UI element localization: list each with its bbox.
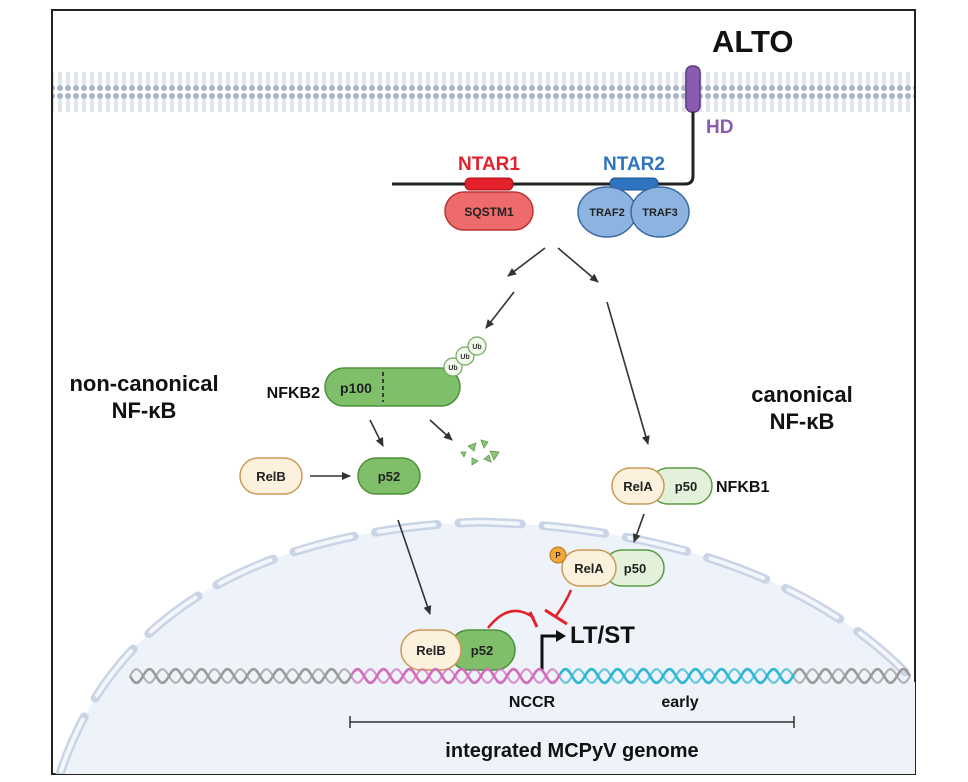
alto-backbone bbox=[392, 112, 695, 186]
arrow-to-canonical bbox=[606, 301, 650, 445]
p50-cytoplasm-label: p50 bbox=[675, 479, 697, 494]
rela-cytoplasm bbox=[611, 467, 665, 505]
ubiquitin-3 bbox=[467, 336, 487, 356]
arrow-to-left-branch bbox=[507, 247, 546, 277]
dna-nccr-region-strand-1 bbox=[350, 667, 562, 685]
early-label: early bbox=[661, 694, 698, 711]
canonical-label-line2: NF-κB bbox=[770, 409, 835, 434]
p52-nucleus-label: p52 bbox=[471, 643, 493, 658]
canonical-inhibition bbox=[554, 589, 573, 617]
sqstm1-label: SQSTM1 bbox=[464, 205, 514, 219]
dna-early-region-strand-1 bbox=[558, 667, 796, 685]
alto-hd-domain bbox=[685, 65, 701, 113]
dna-host-left-strand-2 bbox=[129, 668, 353, 684]
hd-label: HD bbox=[706, 117, 733, 138]
relb-cytoplasm-label: RelB bbox=[256, 469, 286, 484]
traf2-label: TRAF2 bbox=[589, 207, 624, 219]
nfkb1-label: NFKB1 bbox=[716, 479, 769, 496]
arrow-to-degradation bbox=[429, 419, 453, 441]
traf3-protein bbox=[630, 186, 690, 238]
noncanonical-label-line1: non-canonical bbox=[69, 371, 218, 396]
ubiquitin-2-label: Ub bbox=[460, 354, 469, 361]
phospho-group bbox=[549, 546, 567, 564]
dna-double-helix bbox=[128, 667, 912, 685]
canonical-inhibition-bar bbox=[544, 608, 568, 626]
dna-host-right-strand-2 bbox=[793, 668, 911, 684]
relb-nucleus bbox=[400, 629, 462, 671]
arrow-rela-p50-to-nucleus bbox=[632, 513, 645, 543]
nfkb2-label: NFKB2 bbox=[267, 385, 320, 402]
noncanonical-inhibition-bar bbox=[528, 611, 539, 628]
rela-cytoplasm-label: RelA bbox=[623, 479, 653, 494]
ntar1-label: NTAR1 bbox=[458, 154, 520, 175]
traf3-label: TRAF3 bbox=[642, 207, 677, 219]
dna-host-left-strand-1 bbox=[128, 667, 354, 685]
ntar2-label: NTAR2 bbox=[603, 154, 665, 175]
relb-cytoplasm bbox=[239, 457, 303, 495]
arrow-p52-to-nucleus bbox=[397, 519, 432, 615]
sqstm1-protein bbox=[444, 191, 534, 231]
arrow-to-p100 bbox=[485, 291, 515, 329]
plasma-membrane bbox=[53, 66, 914, 112]
p52-cytoplasm bbox=[357, 457, 421, 495]
ubiquitin-3-label: Ub bbox=[472, 344, 481, 351]
rela-nucleus-label: RelA bbox=[574, 561, 604, 576]
nccr-label: NCCR bbox=[509, 694, 556, 711]
arrow-to-right-branch bbox=[557, 247, 599, 283]
p50-nucleus-label: p50 bbox=[624, 561, 646, 576]
p52-cytoplasm-label: p52 bbox=[378, 469, 400, 484]
canonical-label-line1: canonical bbox=[751, 382, 852, 407]
dna-nccr-region-strand-2 bbox=[351, 668, 561, 684]
ntar1-domain bbox=[464, 177, 514, 191]
ubiquitin-1-label: Ub bbox=[448, 365, 457, 372]
ntar2-domain bbox=[609, 177, 659, 191]
genome-label: integrated MCPyV genome bbox=[445, 740, 698, 762]
ubiquitin-1 bbox=[443, 357, 463, 377]
p100-label: p100 bbox=[340, 380, 372, 396]
p100-protein bbox=[324, 367, 461, 407]
ltst-label: LT/ST bbox=[570, 622, 635, 649]
arrow-p100-to-p52 bbox=[369, 419, 384, 447]
phospho-label: P bbox=[555, 551, 561, 560]
rela-nucleus bbox=[561, 549, 617, 587]
relb-nucleus-label: RelB bbox=[416, 643, 446, 658]
proteasomal-degradation-fragments bbox=[460, 439, 500, 466]
noncanonical-label-line2: NF-κB bbox=[112, 398, 177, 423]
dna-early-region-strand-2 bbox=[559, 668, 795, 684]
alto-label: ALTO bbox=[712, 24, 794, 59]
transcription-start-arrow bbox=[540, 634, 558, 670]
transcription-start-arrowhead bbox=[556, 630, 566, 642]
dna-host-right-strand-1 bbox=[792, 667, 912, 685]
